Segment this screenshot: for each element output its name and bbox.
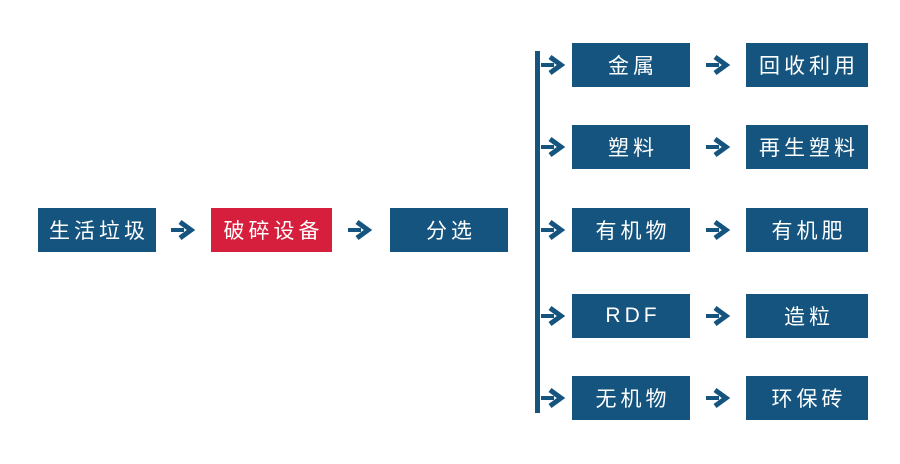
node-eco-brick: 环保砖 (746, 376, 868, 420)
arrow-right-icon (706, 54, 731, 76)
node-organic-fertilizer: 有机肥 (746, 208, 868, 252)
node-recycling: 回收利用 (746, 43, 868, 87)
arrow-right-icon (706, 387, 731, 409)
branch-connector-line (535, 51, 540, 413)
arrow-right-icon (706, 219, 731, 241)
node-metal: 金属 (572, 43, 690, 87)
node-plastic: 塑料 (572, 125, 690, 169)
node-crushing-equipment: 破碎设备 (211, 208, 332, 252)
arrow-right-icon (706, 136, 731, 158)
arrow-right-icon (348, 219, 373, 241)
arrow-right-icon (541, 136, 566, 158)
node-sorting: 分选 (390, 208, 508, 252)
arrow-right-icon (706, 305, 731, 327)
arrow-right-icon (541, 219, 566, 241)
node-household-waste: 生活垃圾 (38, 208, 156, 252)
arrow-right-icon (541, 387, 566, 409)
arrow-right-icon (541, 305, 566, 327)
node-organic: 有机物 (572, 208, 690, 252)
arrow-right-icon (171, 219, 196, 241)
node-recycled-plastic: 再生塑料 (746, 125, 868, 169)
node-inorganic: 无机物 (572, 376, 690, 420)
node-granulation: 造粒 (746, 294, 868, 338)
node-rdf: RDF (572, 294, 690, 338)
arrow-right-icon (541, 54, 566, 76)
